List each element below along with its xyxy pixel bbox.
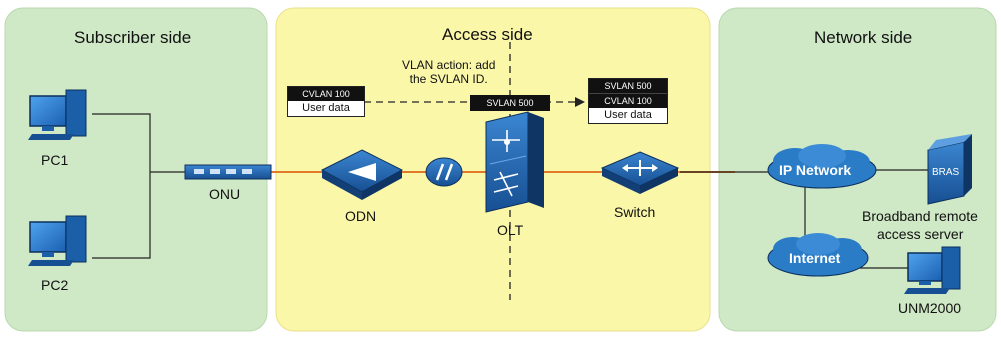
subscriber-side-title: Subscriber side bbox=[74, 28, 192, 47]
pc2-icon bbox=[28, 215, 87, 266]
ip-network-cloud bbox=[767, 144, 877, 189]
vlan-action-line2: the SVLAN ID. bbox=[409, 72, 488, 86]
access-side-title: Access side bbox=[442, 25, 533, 44]
odn-label: ODN bbox=[345, 208, 377, 224]
pc1-label: PC1 bbox=[41, 152, 69, 168]
pc2-label: PC2 bbox=[41, 277, 69, 293]
unm2000-label: UNM2000 bbox=[898, 300, 962, 316]
bras-label-line1: Broadband remote bbox=[862, 208, 978, 224]
unm2000-pc-icon bbox=[904, 246, 961, 294]
onu-icon bbox=[184, 164, 272, 180]
pc-links bbox=[92, 113, 185, 259]
repeater-icon bbox=[425, 157, 463, 187]
olt-icon bbox=[485, 111, 544, 213]
olt-label: OLT bbox=[497, 222, 524, 238]
ip-network-label: IP Network bbox=[779, 162, 852, 178]
network-side-title: Network side bbox=[814, 28, 913, 47]
egress-user-data: User data bbox=[589, 108, 667, 123]
ingress-cvlan-tag: CVLAN 100 bbox=[288, 87, 364, 101]
egress-frame: SVLAN 500 CVLAN 100 User data bbox=[588, 78, 668, 124]
bras-icon bbox=[927, 134, 972, 205]
egress-svlan-tag: SVLAN 500 bbox=[589, 79, 667, 93]
ingress-user-data: User data bbox=[288, 101, 364, 116]
internet-label: Internet bbox=[789, 250, 841, 266]
egress-cvlan-tag: CVLAN 100 bbox=[589, 93, 667, 108]
bras-badge: BRAS bbox=[932, 167, 960, 178]
internet-cloud bbox=[767, 233, 869, 277]
vlan-action-text: VLAN action: add the SVLAN ID. bbox=[402, 58, 495, 86]
switch-icon bbox=[600, 151, 680, 194]
switch-label: Switch bbox=[614, 204, 656, 220]
vlan-arrow-head bbox=[575, 97, 585, 107]
ingress-frame: CVLAN 100 User data bbox=[287, 86, 365, 117]
pc1-icon bbox=[28, 89, 87, 140]
bras-label-line2: access server bbox=[877, 226, 964, 242]
vlan-action-line1: VLAN action: add bbox=[402, 58, 496, 72]
svlan-tag-added: SVLAN 500 bbox=[470, 95, 550, 111]
svlan-tag-label: SVLAN 500 bbox=[471, 96, 549, 110]
onu-label: ONU bbox=[209, 186, 241, 202]
odn-icon bbox=[320, 149, 404, 200]
